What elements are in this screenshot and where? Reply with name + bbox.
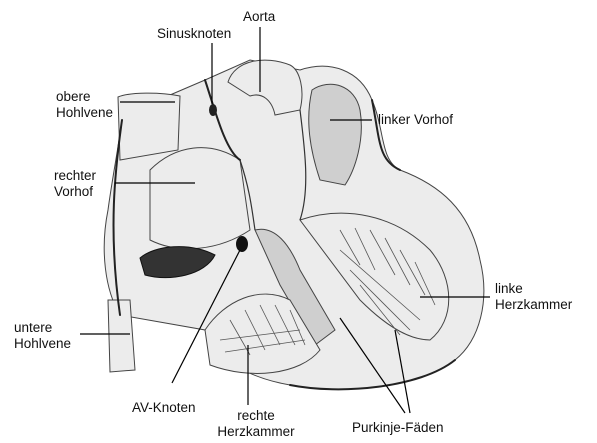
sinus-node-marker — [209, 104, 217, 116]
label-linke-herzkammer-line2: Herzkammer — [495, 297, 572, 313]
label-purkinje-faeden: Purkinje-Fäden — [352, 420, 444, 436]
label-sinusknoten: Sinusknoten — [157, 26, 231, 42]
label-rechte-herzkammer-line1: rechte — [214, 408, 298, 424]
label-rechter-vorhof-line2: Vorhof — [54, 184, 93, 200]
label-obere-hohlvene-line1: obere — [56, 89, 91, 105]
label-untere-hohlvene-line1: untere — [14, 320, 52, 336]
label-rechter-vorhof-line1: rechter — [54, 168, 96, 184]
label-linke-herzkammer-line1: linke — [495, 281, 523, 297]
label-aorta: Aorta — [243, 9, 275, 25]
heart-illustration — [104, 60, 484, 389]
label-rechte-herzkammer-line2: Herzkammer — [214, 424, 298, 440]
label-av-knoten: AV-Knoten — [132, 400, 196, 416]
label-linker-vorhof: linker Vorhof — [378, 112, 453, 128]
label-obere-hohlvene-line2: Hohlvene — [56, 105, 113, 121]
label-untere-hohlvene-line2: Hohlvene — [14, 336, 71, 352]
av-node-marker — [236, 236, 248, 252]
